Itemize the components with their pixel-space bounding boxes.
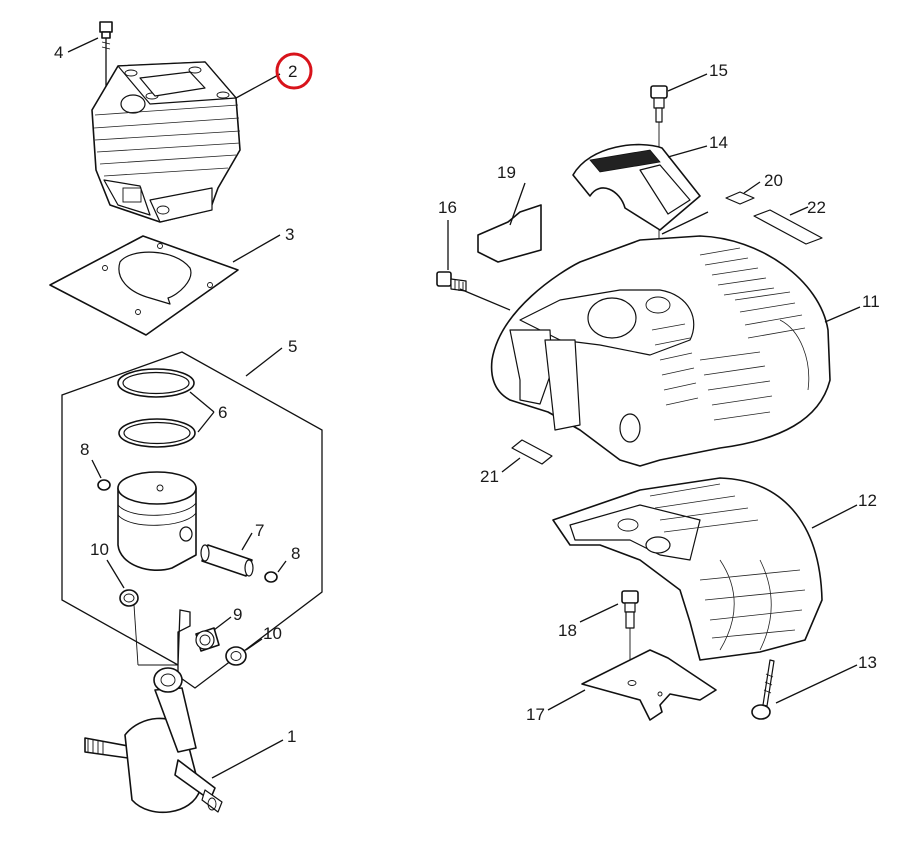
callout-13[interactable]: 13 [858,653,877,672]
callout-12[interactable]: 12 [858,491,877,510]
callout-8-right[interactable]: 8 [291,544,300,563]
callout-9[interactable]: 9 [233,605,242,624]
part-19-insulator[interactable] [477,204,542,263]
callout-10-right[interactable]: 10 [263,624,282,643]
part-1-crankshaft[interactable] [84,667,223,814]
callout-4[interactable]: 4 [54,43,63,62]
callout-6[interactable]: 6 [218,403,227,422]
callout-16[interactable]: 16 [438,198,457,217]
part-9-needle-bearing[interactable] [195,627,220,652]
part-20-sticker[interactable] [725,191,755,205]
callout-3[interactable]: 3 [285,225,294,244]
callout-5[interactable]: 5 [288,337,297,356]
highlight-circle [275,52,313,90]
part-11-cylinder-cover[interactable] [490,235,831,467]
part-3-gasket[interactable] [49,235,239,336]
part-12-lower-cover[interactable] [552,477,823,661]
callout-2[interactable]: 2 [288,62,297,81]
part-13-screw[interactable] [751,659,775,720]
part-14-cover-cap[interactable] [572,143,701,231]
part-8-circlip-left[interactable] [97,479,111,491]
callout-11[interactable]: 11 [862,292,880,311]
callout-7[interactable]: 7 [255,521,264,540]
callout-8-left[interactable]: 8 [80,440,89,459]
callout-20[interactable]: 20 [764,171,783,190]
callout-15[interactable]: 15 [709,61,728,80]
callout-18[interactable]: 18 [558,621,577,640]
callout-17[interactable]: 17 [526,705,545,724]
callout-19[interactable]: 19 [497,163,516,182]
part-7-piston-pin[interactable] [200,544,254,577]
callout-22[interactable]: 22 [807,198,826,217]
part-16-bolt[interactable] [436,271,467,292]
part-21-seal[interactable] [511,439,553,465]
part-10-washer-left[interactable] [119,589,139,607]
callout-10-left[interactable]: 10 [90,540,109,559]
callout-14[interactable]: 14 [709,133,728,152]
piston [117,471,197,572]
part-18-bolt[interactable] [621,590,639,668]
part-10-washer-right[interactable] [225,646,247,666]
part-17-plate[interactable] [581,649,717,721]
part-8-circlip-right[interactable] [264,571,278,583]
part-6-piston-rings[interactable] [117,368,196,448]
leader-lines [67,37,861,779]
part-2-cylinder[interactable] [91,61,241,223]
callout-21[interactable]: 21 [480,467,499,486]
part-22-sticker[interactable] [753,209,823,245]
callout-1[interactable]: 1 [287,727,296,746]
